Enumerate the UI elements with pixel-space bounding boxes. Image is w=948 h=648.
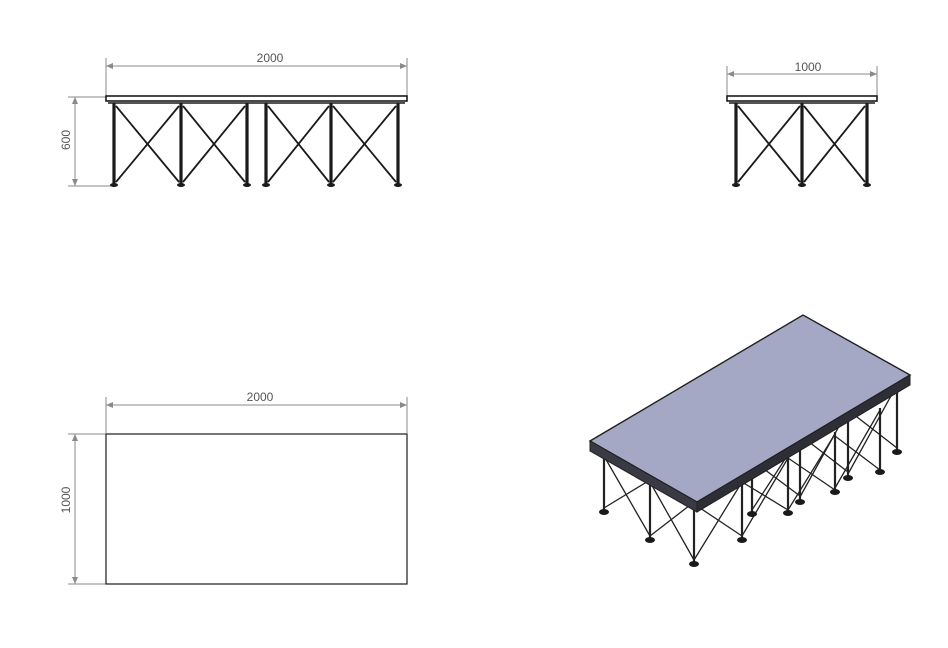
front-width-label: 2000 — [257, 51, 284, 65]
front-deck — [105, 95, 408, 102]
front-height-label: 600 — [59, 130, 73, 150]
side-deck — [726, 95, 878, 102]
side-frame — [732, 102, 871, 187]
isometric-view — [588, 314, 912, 567]
top-height-label: 1000 — [59, 486, 73, 513]
iso-deck — [588, 314, 912, 513]
top-width-dimension: 2000 — [105, 390, 408, 433]
side-width-dimension: 1000 — [726, 60, 878, 96]
front-height-dimension: 600 — [59, 96, 112, 187]
top-view: 2000 1000 — [59, 390, 408, 585]
top-height-dimension: 1000 — [59, 433, 106, 585]
iso-frame — [599, 380, 902, 567]
top-width-label: 2000 — [247, 390, 274, 404]
front-width-dimension: 2000 — [105, 51, 408, 96]
side-width-label: 1000 — [795, 60, 822, 74]
top-deck-outline — [105, 433, 408, 585]
side-view: 1000 — [726, 60, 878, 187]
front-frame — [110, 102, 402, 187]
front-view: 2000 600 — [59, 51, 408, 187]
